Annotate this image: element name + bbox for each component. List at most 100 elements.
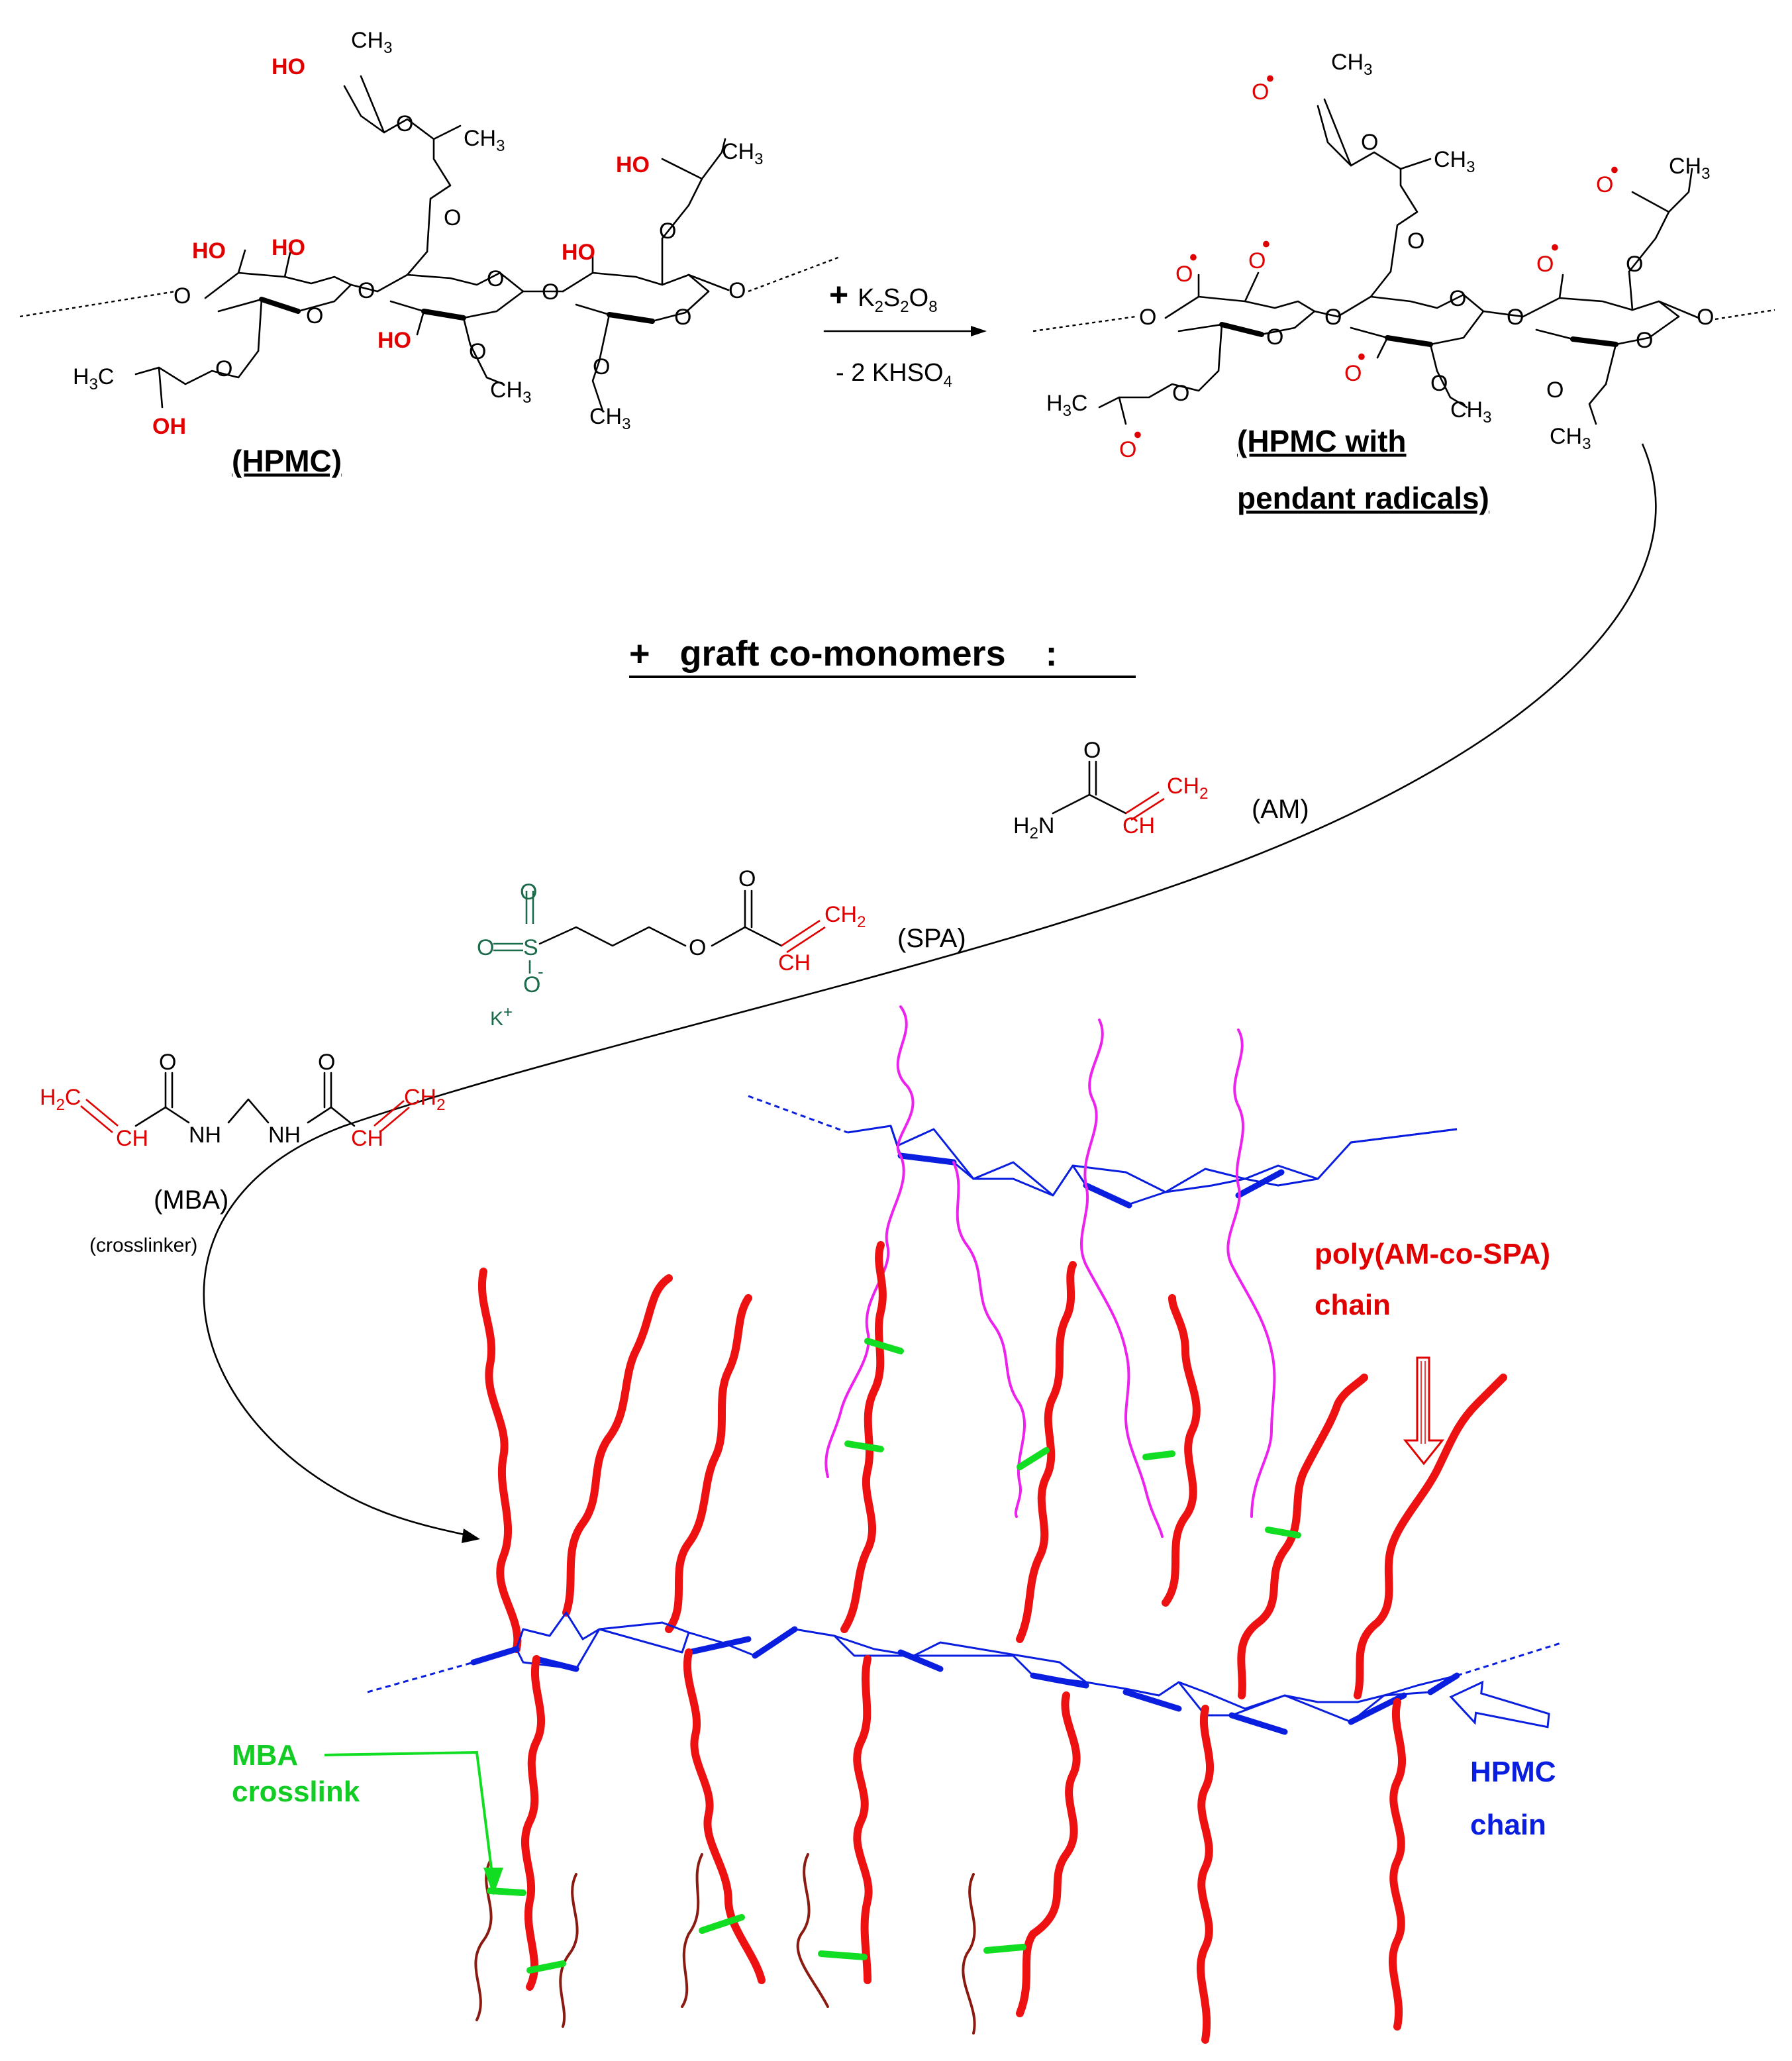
atom-label: O [477,935,494,960]
am-label: (AM) [1252,795,1309,824]
arrow-head [462,1529,480,1543]
radical-dot: • [1551,235,1559,260]
hpmc-chain-label-line2: chain [1470,1809,1546,1841]
hpmc-chain-label-line1: HPMC [1470,1756,1556,1788]
hpmc-radical-label-line1: (HPMC with [1237,424,1407,458]
atom-label: O [689,935,706,960]
mba-monomer: H2C CH O NH NH O CH CH2 (MBA) (crosslink… [40,1050,445,1256]
crosslinker-label: (crosslinker) [89,1234,197,1256]
atom-label: O [1361,130,1378,155]
radical-dot: • [1266,66,1274,91]
byproduct-label: - 2 KHSO4 [836,359,952,391]
atom-label: O [1636,328,1653,353]
atom-label: HO [377,328,411,353]
atom-label: HO [272,54,305,79]
atom-label: HO [272,235,305,260]
radical-oxygen: O [1252,79,1269,105]
hydrogel-network [324,1005,1564,2044]
hpmc-label: (HPMC) [232,444,342,478]
atom-label: CH3 [1450,397,1491,427]
radical-oxygen: O [1248,248,1266,274]
atom-label: H2C [40,1085,81,1114]
atom-label: O [318,1050,335,1075]
atom-label: CH3 [1669,154,1710,183]
atom-label: H3C [1046,391,1087,420]
atom-label: OH [152,414,186,439]
atom-label: CH3 [589,404,630,433]
atom-label: CH2 [404,1085,445,1114]
atom-label: NH [189,1123,221,1148]
atom-label: O [593,354,610,379]
atom-label: O [1449,286,1466,311]
atom-label: O [1139,305,1156,330]
am-monomer: O H2N CH CH2 (AM) [1013,738,1309,842]
atom-label: O [728,278,746,303]
atom-label: CH3 [351,28,392,57]
atom-label: O [1407,228,1424,254]
atom-label: O [1266,325,1283,350]
atom-label: O [674,305,691,330]
poly-chain-label-line2: chain [1315,1289,1391,1321]
reaction-arrow: +K2S2O8 - 2 KHSO4 [823,276,987,391]
reagent-label: +K2S2O8 [829,276,938,316]
atom-label: H2N [1013,813,1054,842]
atom-label: O [215,356,232,381]
atom-label: CH3 [464,126,505,155]
atom-label: CH2 [824,902,866,931]
radical-oxygen: O [1119,437,1136,462]
open-arrow-red [1403,1356,1445,1466]
atom-label: O [1172,381,1189,406]
radical-oxygen: O [1536,252,1554,277]
atom-label: O [523,972,540,997]
atom-label: O [1430,371,1448,396]
atom-label: CH [351,1126,383,1151]
atom-label: HO [616,152,650,177]
atom-label: H3C [73,364,114,393]
mba-crosslink-label-line2: crosslink [232,1776,360,1808]
radical-oxygen: O [1175,262,1193,287]
radical-dot: • [1134,423,1142,448]
atom-label: O [1083,738,1101,763]
graft-comonomers-label: + graft co-monomers : [629,634,1058,674]
mba-crosslink-pointer [324,1750,495,1885]
hpmc-radical-label-line2: pendant radicals) [1237,481,1489,515]
atom-label: CH3 [1550,424,1591,453]
spa-label: (SPA) [897,924,966,953]
atom-label: CH3 [490,377,531,407]
atom-label: O [738,866,756,891]
atom-label: O [487,266,504,291]
radical-dot: • [1189,245,1197,270]
mba-crosslink-label-line1: MBA [232,1739,298,1772]
atom-label: CH2 [1167,774,1208,803]
atom-label: O [659,219,676,244]
atom-label: O [542,279,559,305]
hpmc-radical-structure: O • CH3 O CH3 O O • CH3 O O • O • O • O … [1032,50,1775,515]
radical-oxygen: O [1344,361,1362,386]
atom-label: CH [778,950,811,976]
atom-label: O [159,1050,176,1075]
atom-label: O [396,111,413,136]
radical-oxygen: O [1596,172,1613,197]
atom-label: CH3 [722,139,763,168]
atom-label: K+ [490,1003,513,1030]
atom-label: O [174,283,191,309]
poly-chain-label-line1: poly(AM-co-SPA) [1315,1238,1550,1270]
open-arrow-blue [1449,1680,1550,1729]
atom-label: O [1546,377,1564,403]
upper-hpmc-chain [748,1095,1458,1209]
atom-label: HO [192,238,226,264]
atom-label: HO [562,240,595,265]
radical-dot: • [1611,158,1618,183]
radical-dot: • [1358,344,1366,370]
atom-label: NH [268,1123,301,1148]
process-curve-arrow [203,443,1657,1538]
atom-label: O [1626,252,1643,277]
atom-label: O [1697,305,1714,330]
atom-label: - [538,962,544,981]
atom-label: CH3 [1434,147,1475,176]
mba-crosslink-arrowhead [483,1868,503,1895]
mba-label: (MBA) [154,1185,228,1215]
spa-monomer: O O S O - K+ O O CH CH2 (SPA) [477,866,966,1030]
atom-label: O [1507,305,1524,330]
